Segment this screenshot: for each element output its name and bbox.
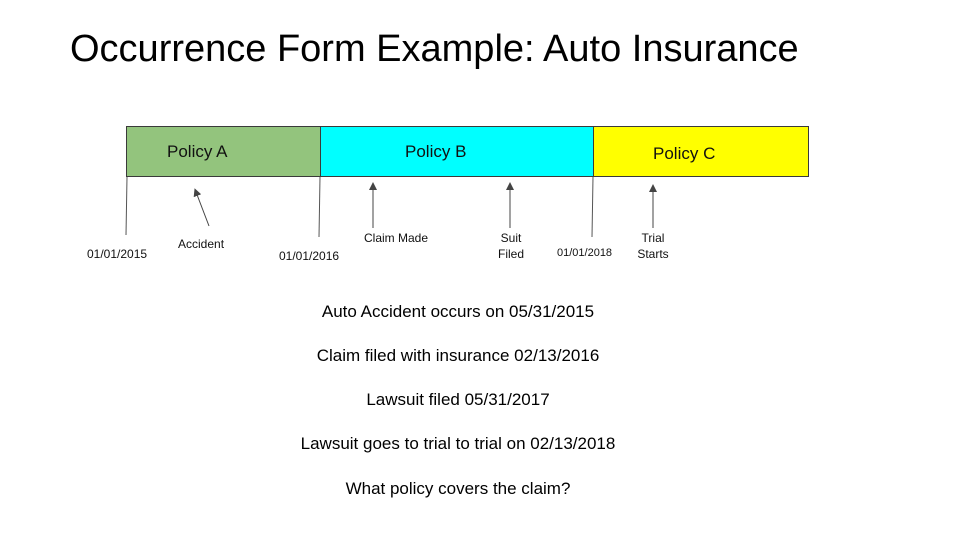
event-label-trial-starts: Trial Starts [633, 230, 673, 262]
suit-filed-line2: Filed [497, 247, 524, 261]
date-label-2015: 01/01/2015 [87, 247, 148, 261]
policy-b-box [320, 126, 594, 177]
policy-b-label: Policy B [405, 142, 467, 161]
question: What policy covers the claim? [345, 479, 571, 498]
fact-claim-filed: Claim filed with insurance 02/13/2016 [316, 346, 600, 365]
boundary-line-2018 [591, 176, 594, 238]
trial-starts-line2: Starts [637, 247, 669, 261]
policy-c-box [593, 126, 809, 177]
policy-a-box [126, 126, 321, 177]
accident-arrow-icon [193, 188, 210, 227]
trial-starts-line1: Trial [641, 231, 665, 245]
event-label-accident: Accident [178, 237, 225, 251]
date-label-2016: 01/01/2016 [279, 249, 340, 263]
date-label-2018: 01/01/2018 [557, 247, 613, 259]
event-label-suit-filed: Suit Filed [494, 230, 528, 262]
fact-trial: Lawsuit goes to trial to trial on 02/13/… [300, 434, 616, 453]
boundary-line-2015 [125, 176, 128, 236]
policy-a-label: Policy A [167, 142, 228, 161]
boundary-line-2016 [318, 176, 321, 238]
event-label-claim-made: Claim Made [364, 231, 429, 245]
policy-c-label: Policy C [653, 144, 716, 163]
slide-title: Occurrence Form Example: Auto Insurance [70, 28, 799, 70]
fact-accident: Auto Accident occurs on 05/31/2015 [321, 302, 595, 321]
fact-lawsuit-filed: Lawsuit filed 05/31/2017 [366, 390, 550, 409]
suit-filed-line1: Suit [500, 231, 522, 245]
